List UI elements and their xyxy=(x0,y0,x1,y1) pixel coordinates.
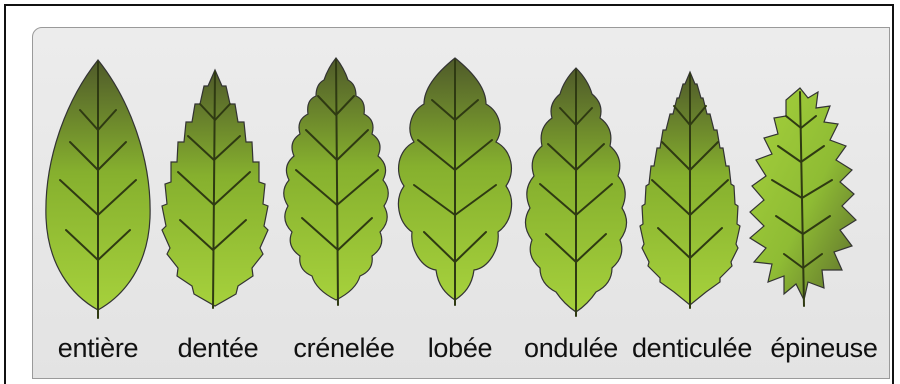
leaf-label-undulate: ondulée xyxy=(524,333,618,364)
leaf-label-entire: entière xyxy=(58,333,138,364)
leaf-spiny xyxy=(750,88,856,306)
leaf-toothed xyxy=(162,70,268,308)
leaf-label-toothed: dentée xyxy=(178,333,259,364)
leaf-label-spiny: épineuse xyxy=(770,333,877,364)
leaf-undulate xyxy=(525,68,626,316)
leaf-label-denticulate: denticulée xyxy=(632,333,752,364)
leaf-entire xyxy=(46,60,150,318)
leaf-lobed xyxy=(398,58,511,305)
leaf-label-crenate: crénelée xyxy=(293,333,394,364)
leaf-denticulate xyxy=(640,72,740,308)
leaf-label-lobed: lobée xyxy=(428,333,493,364)
leaf-crenate xyxy=(284,58,389,305)
